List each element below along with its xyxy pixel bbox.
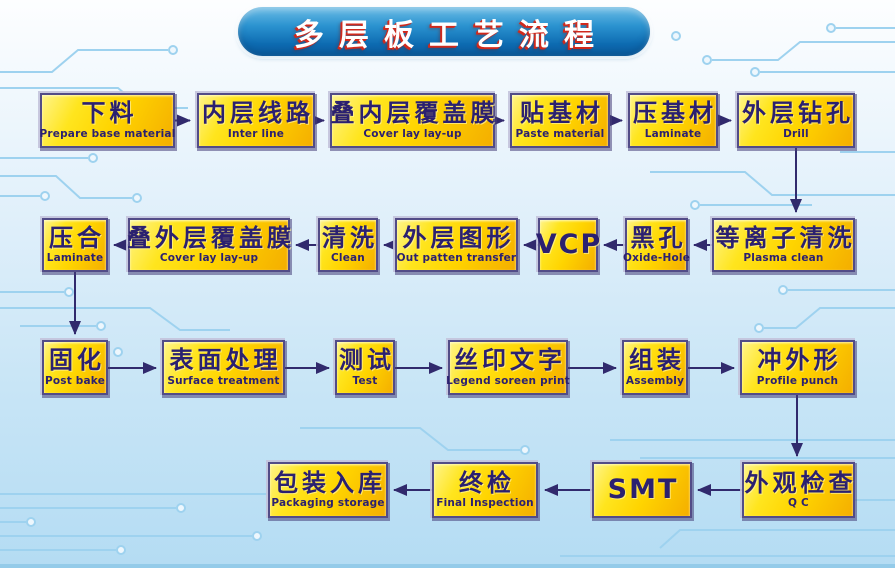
step-press-laminate: 压合 Laminate [42, 218, 108, 272]
bottom-edge-strip [0, 564, 895, 568]
step-cn-label: 外层钻孔 [742, 99, 854, 128]
step-cn-label: 压基材 [633, 99, 717, 128]
step-en-label: Laminate [644, 127, 702, 140]
step-clean: 清洗 Clean [318, 218, 378, 272]
step-en-label: Post bake [44, 374, 106, 387]
step-cn-label: 叠外层覆盖膜 [127, 223, 295, 252]
step-paste-material: 贴基材 Paste material [510, 93, 610, 148]
step-en-label: Drill [783, 127, 809, 140]
step-oxide-hole: 黑孔 Oxide-Hole [623, 218, 691, 272]
step-outer-pattern: 外层图形 Out patten transfer [395, 218, 518, 272]
step-outer-coverlay: 叠外层覆盖膜 Cover lay lay-up [127, 218, 291, 272]
step-en-label: Oxide-Hole [623, 252, 691, 265]
step-cn-label: 固化 [49, 346, 105, 375]
step-en-label: Laminate [46, 252, 104, 265]
step-plasma-clean: 等离子清洗 Plasma clean [712, 218, 855, 272]
step-cn-label: 组装 [629, 346, 685, 375]
step-cn-label: SMT [607, 473, 679, 505]
step-en-label: Out patten transfer [396, 252, 517, 265]
step-qc: 外观检查 Q C [742, 462, 855, 518]
step-smt: SMT [592, 462, 692, 518]
step-en-label: Plasma clean [743, 252, 824, 265]
step-cn-label: 测试 [339, 346, 395, 375]
step-cn-label: 外观检查 [744, 468, 857, 497]
step-legend-screen-print: 丝印文字 Legend soreen print [446, 340, 570, 395]
step-inner-line: 内层线路 Inter line [197, 93, 315, 148]
step-surface-treatment: 表面处理 Surface treatment [162, 340, 285, 395]
step-laminate-base: 压基材 Laminate [628, 93, 718, 148]
step-cn-label: 外层图形 [402, 223, 515, 252]
step-cn-label: 丝印文字 [454, 346, 566, 375]
step-cn-label: 清洗 [322, 223, 378, 252]
step-en-label: Test [352, 374, 378, 387]
step-cn-label: 包装入库 [274, 468, 386, 497]
step-cn-label: VCP [535, 228, 603, 260]
step-cn-label: 冲外形 [757, 346, 842, 375]
title-banner: 多层板工艺流程 [238, 7, 650, 56]
step-packaging-storage: 包装入库 Packaging storage [268, 462, 388, 518]
step-cn-label: 等离子清洗 [715, 223, 856, 252]
step-en-label: Assembly [625, 374, 685, 387]
step-en-label: Paste material [515, 127, 605, 140]
step-en-label: Final Inspection [436, 497, 534, 510]
step-en-label: Cover lay lay-up [159, 252, 259, 265]
step-en-label: Cover lay lay-up [363, 127, 462, 140]
step-assembly: 组装 Assembly [622, 340, 688, 395]
step-inner-coverlay: 叠内层覆盖膜 Cover lay lay-up [330, 93, 495, 148]
step-cn-label: 叠内层覆盖膜 [330, 99, 499, 128]
step-en-label: Profile punch [756, 374, 839, 387]
step-prepare-base-material: 下料 Prepare base material [40, 93, 175, 148]
step-profile-punch: 冲外形 Profile punch [740, 340, 855, 395]
step-en-label: Q C [788, 497, 809, 510]
step-cn-label: 贴基材 [520, 99, 604, 128]
step-vcp: VCP [536, 218, 600, 272]
step-cn-label: 压合 [49, 223, 105, 252]
step-en-label: Surface treatment [167, 374, 280, 387]
step-test: 测试 Test [335, 340, 395, 395]
step-cn-label: 表面处理 [169, 346, 282, 375]
step-final-inspection: 终检 Final Inspection [432, 462, 538, 518]
step-post-bake: 固化 Post bake [42, 340, 108, 395]
step-cn-label: 下料 [81, 99, 138, 128]
step-en-label: Clean [331, 252, 365, 265]
step-en-label: Legend soreen print [446, 374, 570, 387]
step-en-label: Packaging storage [271, 497, 385, 510]
page-title: 多层板工艺流程 [294, 17, 609, 53]
step-drill: 外层钻孔 Drill [737, 93, 855, 148]
step-cn-label: 内层线路 [202, 99, 314, 128]
step-cn-label: 终检 [459, 468, 515, 497]
step-en-label: Inter line [227, 127, 285, 140]
step-en-label: Prepare base material [39, 127, 176, 140]
step-cn-label: 黑孔 [630, 223, 687, 252]
